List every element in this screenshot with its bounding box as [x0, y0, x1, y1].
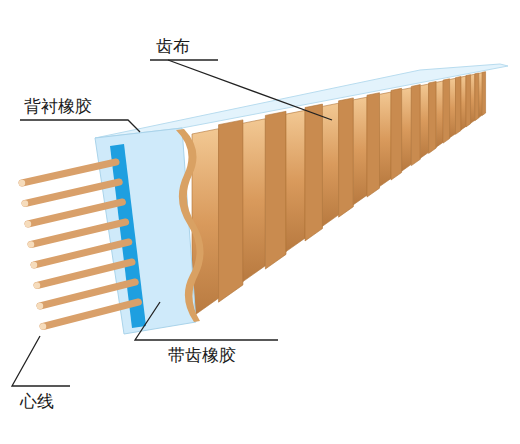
tooth-strip [286, 110, 305, 251]
tooth-strip [466, 75, 471, 127]
cord-end [22, 200, 28, 206]
cord-rod [43, 302, 138, 327]
tooth-cloth-surface [192, 72, 486, 317]
tooth-strip [322, 103, 338, 226]
tooth-cloth-profile [176, 129, 204, 322]
cord-end [19, 180, 25, 186]
leader-line [20, 120, 140, 132]
cord-rod [40, 282, 135, 306]
cord-rod [37, 262, 132, 286]
tooth-strip [219, 120, 243, 302]
leader-line [168, 60, 332, 120]
cord-rod [22, 162, 116, 183]
tooth-strip [367, 93, 380, 197]
tooth-strip [479, 73, 483, 118]
cord-rod [34, 242, 129, 265]
cord-end [34, 282, 40, 288]
tooth-strip [456, 77, 461, 135]
part-label: 齿布 [156, 36, 190, 56]
tooth-strip [411, 85, 420, 166]
cord-end [37, 303, 43, 309]
part-label: 背衬橡胶 [24, 96, 92, 116]
cord-ends [19, 162, 139, 330]
tooth-strip [402, 88, 412, 171]
tooth-strip [471, 74, 475, 123]
tooth-strip [243, 119, 265, 282]
tooth-strip [461, 76, 466, 130]
cord-rod [28, 202, 122, 224]
tooth-strip [482, 72, 485, 116]
tooth-strip [265, 111, 286, 269]
tooth-strip [450, 78, 456, 138]
cord-rod [31, 222, 126, 245]
tooth-strip [475, 73, 479, 121]
part-label: 心线 [20, 391, 54, 411]
tooth-strip [339, 98, 354, 217]
tooth-strip [443, 79, 449, 143]
tooth-strip [420, 84, 428, 158]
tooth-strip [380, 92, 392, 187]
leader-line [150, 59, 218, 60]
part-label: 带齿橡胶 [168, 345, 236, 365]
cord-rod [25, 182, 119, 204]
cord-end [25, 221, 31, 227]
cord-end [31, 262, 37, 268]
tooth-strip [436, 81, 443, 147]
cord-end [28, 241, 34, 247]
leader-lines [12, 60, 332, 386]
tooth-strip [305, 104, 322, 241]
cord-end [40, 323, 46, 329]
leader-line [135, 302, 278, 340]
tooth-strip [429, 81, 437, 153]
belt-front-face [95, 128, 196, 334]
tooth-strip [391, 88, 402, 180]
leader-line [12, 336, 70, 386]
tooth-strip [353, 97, 367, 205]
